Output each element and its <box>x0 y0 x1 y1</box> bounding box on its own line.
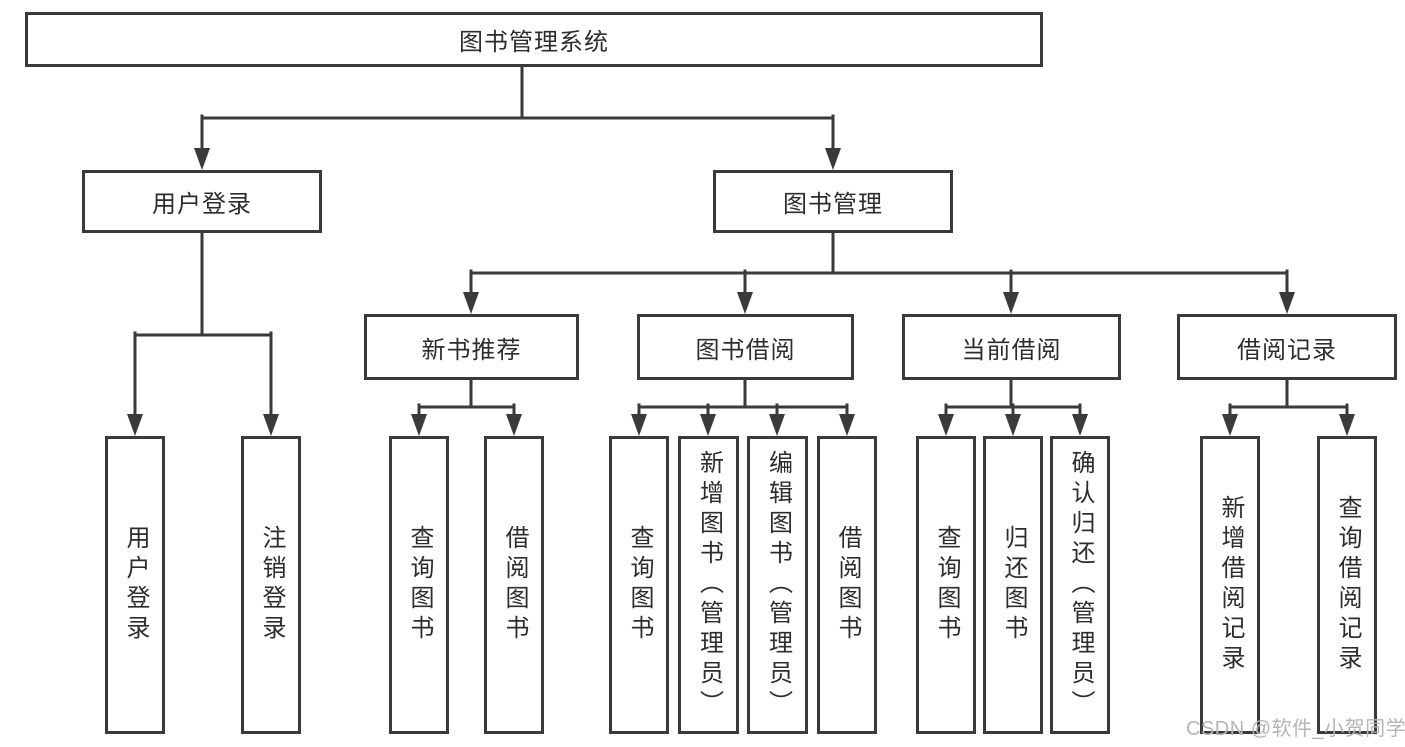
leaf-borrow-books-borrowing-label: 借阅图书 <box>834 525 861 645</box>
leaf-user-login: 用户登录 <box>105 436 165 734</box>
leaf-edit-books-admin-label: 编辑图书（管理员） <box>764 450 792 720</box>
leaf-query-borrow-record: 查询借阅记录 <box>1317 436 1377 734</box>
arrowhead <box>506 414 522 436</box>
arrowhead <box>1339 414 1355 436</box>
leaf-add-borrow-record: 新增借阅记录 <box>1200 436 1260 734</box>
node-root-label: 图书管理系统 <box>459 29 609 56</box>
leaf-confirm-return-admin-label: 确认归还（管理员） <box>1067 450 1094 720</box>
node-borrowing-records-label: 借阅记录 <box>1237 336 1337 364</box>
node-book-borrowing: 图书借阅 <box>637 314 854 380</box>
arrowhead <box>737 292 753 314</box>
arrowhead <box>1005 414 1021 436</box>
node-book-borrowing-label: 图书借阅 <box>695 336 796 364</box>
leaf-add-borrow-record-label: 新增借阅记录 <box>1217 495 1244 675</box>
arrowhead <box>127 414 143 436</box>
leaf-logout-login-label: 注销登录 <box>258 525 285 645</box>
arrowhead <box>631 414 647 436</box>
node-new-book-recommendation-label: 新书推荐 <box>421 336 522 364</box>
arrowhead <box>1003 292 1019 314</box>
connector-borrowing <box>637 378 849 420</box>
leaf-query-books-current: 查询图书 <box>916 436 976 734</box>
leaf-query-books-recommend: 查询图书 <box>389 436 449 734</box>
csdn-watermark: CSDN @软件_小贺同学 <box>1186 718 1405 740</box>
leaf-query-borrow-record-label: 查询借阅记录 <box>1334 495 1361 675</box>
leaf-return-books-label: 归还图书 <box>1000 525 1027 645</box>
arrowhead <box>839 414 855 436</box>
connector-root <box>200 65 835 154</box>
node-book-management: 图书管理 <box>713 170 953 233</box>
arrowhead <box>411 414 427 436</box>
node-root: 图书管理系统 <box>25 12 1043 67</box>
arrowhead <box>1279 292 1295 314</box>
arrowhead <box>769 414 785 436</box>
leaf-add-books-admin: 新增图书（管理员） <box>678 436 739 734</box>
arrowhead <box>1072 414 1088 436</box>
leaf-borrow-books-borrowing: 借阅图书 <box>817 436 877 734</box>
leaf-query-books-current-label: 查询图书 <box>933 525 960 645</box>
node-book-management-label: 图书管理 <box>783 191 883 218</box>
arrowheads <box>127 148 1355 436</box>
arrowhead <box>463 292 479 314</box>
node-borrowing-records: 借阅记录 <box>1177 314 1397 380</box>
connector-recommend <box>417 378 516 420</box>
arrowhead <box>938 414 954 436</box>
leaf-query-books-borrowing: 查询图书 <box>609 436 669 734</box>
node-new-book-recommendation: 新书推荐 <box>364 314 579 380</box>
leaf-borrow-books-recommend: 借阅图书 <box>484 436 544 734</box>
leaf-confirm-return-admin: 确认归还（管理员） <box>1050 436 1110 734</box>
leaf-borrow-books-recommend-label: 借阅图书 <box>501 525 528 645</box>
node-user-login: 用户登录 <box>82 170 322 233</box>
leaf-query-books-borrowing-label: 查询图书 <box>626 525 653 645</box>
leaf-query-books-recommend-label: 查询图书 <box>406 525 433 645</box>
leaf-edit-books-admin: 编辑图书（管理员） <box>747 436 808 734</box>
leaf-add-books-admin-label: 新增图书（管理员） <box>695 450 723 720</box>
leaf-logout-login: 注销登录 <box>241 436 301 734</box>
node-current-borrowing-label: 当前借阅 <box>961 336 1062 364</box>
arrowhead <box>263 414 279 436</box>
arrowhead <box>700 414 716 436</box>
node-user-login-label: 用户登录 <box>152 191 252 218</box>
connector-current <box>944 378 1082 420</box>
connector-records <box>1228 378 1349 420</box>
connector-management <box>469 231 1289 298</box>
arrowhead <box>825 148 841 170</box>
connector-login <box>133 231 273 419</box>
node-current-borrowing: 当前借阅 <box>902 314 1121 380</box>
leaf-user-login-label: 用户登录 <box>122 525 149 645</box>
leaf-return-books: 归还图书 <box>983 436 1043 734</box>
arrowhead <box>1222 414 1238 436</box>
arrowhead <box>194 148 210 170</box>
